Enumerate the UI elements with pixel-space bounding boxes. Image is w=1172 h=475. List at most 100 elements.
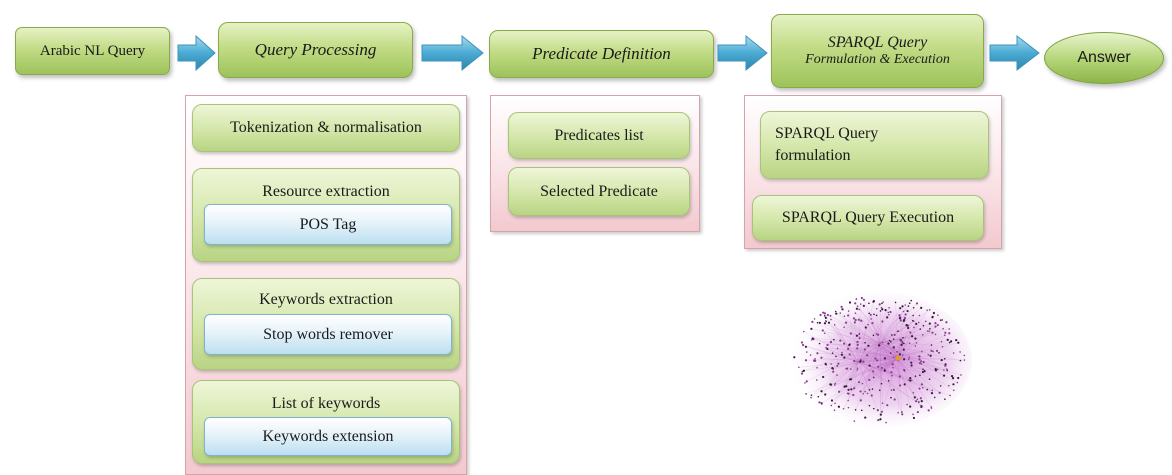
graph-node [889, 311, 891, 313]
graph-node [873, 300, 875, 302]
graph-node [890, 397, 892, 399]
graph-node [903, 320, 905, 322]
graph-node [925, 321, 927, 323]
graph-node [843, 326, 845, 328]
graph-node [881, 411, 883, 413]
graph-node [940, 319, 942, 321]
graph-node [899, 353, 901, 355]
graph-node [919, 328, 921, 330]
graph-node [944, 358, 946, 360]
graph-node [906, 310, 908, 312]
graph-node [876, 333, 878, 335]
graph-node [882, 342, 884, 344]
graph-node [868, 313, 870, 315]
graph-node [836, 374, 838, 376]
graph-node [819, 343, 821, 345]
graph-node [899, 317, 901, 319]
graph-node [923, 325, 925, 327]
sparql-formulation-box: SPARQL Query formulation [760, 111, 989, 179]
graph-node [882, 402, 884, 404]
graph-node [915, 323, 917, 325]
graph-node [853, 317, 855, 319]
graph-node [890, 341, 892, 343]
graph-node [910, 362, 912, 364]
graph-node [850, 388, 852, 390]
graph-node [905, 313, 907, 315]
graph-node [953, 389, 955, 391]
graph-node [860, 399, 862, 401]
graph-node [830, 363, 832, 365]
graph-node [902, 354, 904, 356]
graph-node [859, 360, 861, 362]
graph-node [856, 347, 858, 349]
graph-node [819, 322, 821, 324]
graph-node [802, 344, 804, 346]
graph-node [805, 393, 807, 395]
tokenization-box: Tokenization & normalisation [192, 104, 460, 152]
graph-node [957, 382, 959, 384]
graph-node [906, 404, 908, 406]
graph-node [888, 380, 890, 382]
graph-node [947, 339, 949, 341]
graph-node [888, 307, 890, 309]
graph-node [901, 413, 903, 415]
graph-node [913, 327, 915, 329]
graph-node [909, 406, 911, 408]
graph-node [915, 400, 917, 402]
graph-node [856, 341, 858, 343]
graph-node [877, 366, 879, 368]
graph-node [864, 391, 866, 393]
graph-node [920, 407, 922, 409]
graph-node [830, 405, 832, 407]
graph-node [881, 307, 883, 309]
graph-node [881, 320, 883, 322]
graph-node [801, 373, 803, 375]
graph-node [834, 324, 836, 326]
graph-node [865, 326, 867, 328]
graph-node [922, 334, 924, 336]
graph-node [854, 420, 856, 422]
graph-node [820, 357, 822, 359]
graph-node [834, 403, 836, 405]
graph-node [834, 383, 836, 385]
graph-node [915, 375, 917, 377]
graph-node [856, 298, 858, 300]
graph-node [930, 355, 932, 357]
graph-node [814, 318, 816, 320]
graph-node [869, 365, 871, 367]
graph-node [921, 383, 923, 385]
graph-node [869, 389, 871, 391]
graph-node [806, 380, 808, 382]
graph-node [943, 375, 945, 377]
tokenization-label: Tokenization & normalisation [230, 119, 422, 137]
graph-node [841, 352, 843, 354]
graph-node [903, 358, 905, 360]
graph-node [927, 354, 929, 356]
graph-node [890, 371, 892, 373]
graph-node [867, 345, 869, 347]
graph-node [827, 314, 829, 316]
graph-node [852, 394, 854, 396]
graph-node [884, 309, 886, 311]
graph-node [922, 387, 924, 389]
predicates-list-label: Predicates list [554, 127, 643, 145]
graph-node [919, 356, 921, 358]
graph-node [818, 401, 820, 403]
graph-node [931, 390, 933, 392]
graph-node [816, 379, 818, 381]
graph-node [847, 389, 849, 391]
graph-node [957, 377, 959, 379]
graph-node [902, 337, 904, 339]
graph-node [901, 305, 903, 307]
graph-node [857, 305, 859, 307]
graph-node [824, 315, 826, 317]
graph-node [825, 317, 827, 319]
graph-node [837, 363, 839, 365]
graph-node [821, 403, 823, 405]
graph-node [908, 356, 910, 358]
graph-node [878, 344, 880, 346]
graph-node [848, 310, 850, 312]
graph-node [946, 368, 948, 370]
graph-node [957, 342, 959, 344]
graph-node [929, 322, 931, 324]
